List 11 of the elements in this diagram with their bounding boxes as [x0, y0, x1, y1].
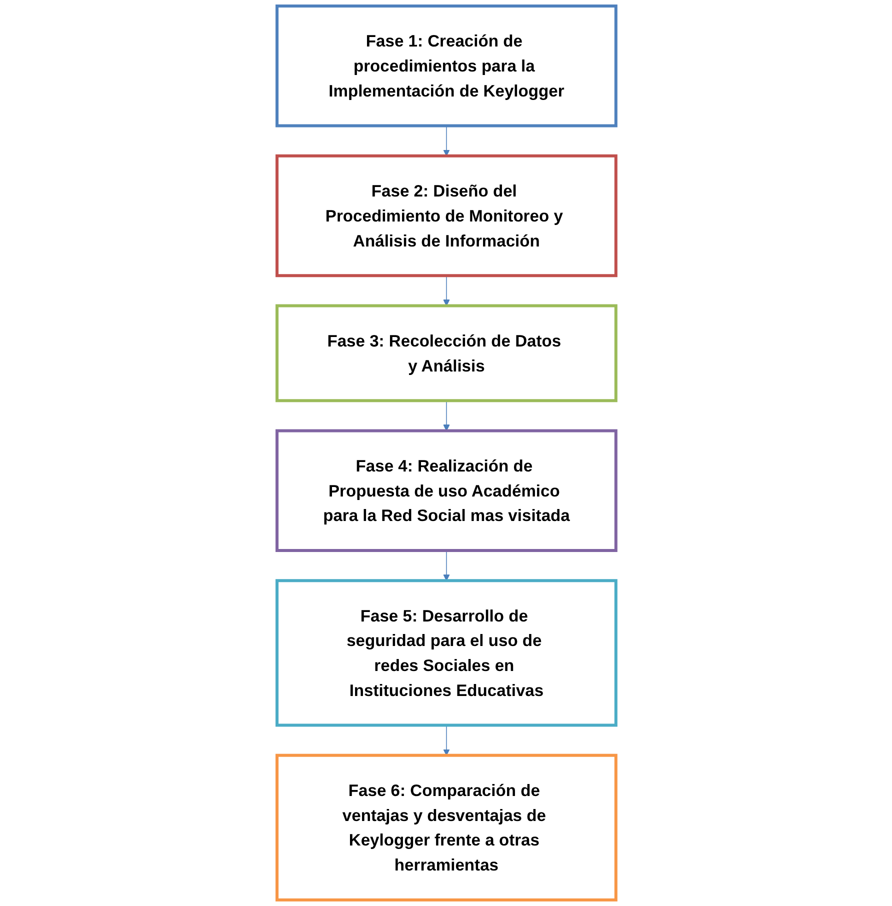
arrow [442, 724, 450, 756]
arrow [442, 400, 450, 432]
node-box [275, 579, 617, 727]
node-box [275, 154, 617, 278]
arrow [442, 550, 450, 581]
node-box [275, 304, 617, 402]
arrow [442, 125, 450, 156]
node-box [275, 429, 617, 552]
node-box [275, 754, 617, 902]
node-box [275, 4, 617, 128]
arrow [442, 275, 450, 306]
